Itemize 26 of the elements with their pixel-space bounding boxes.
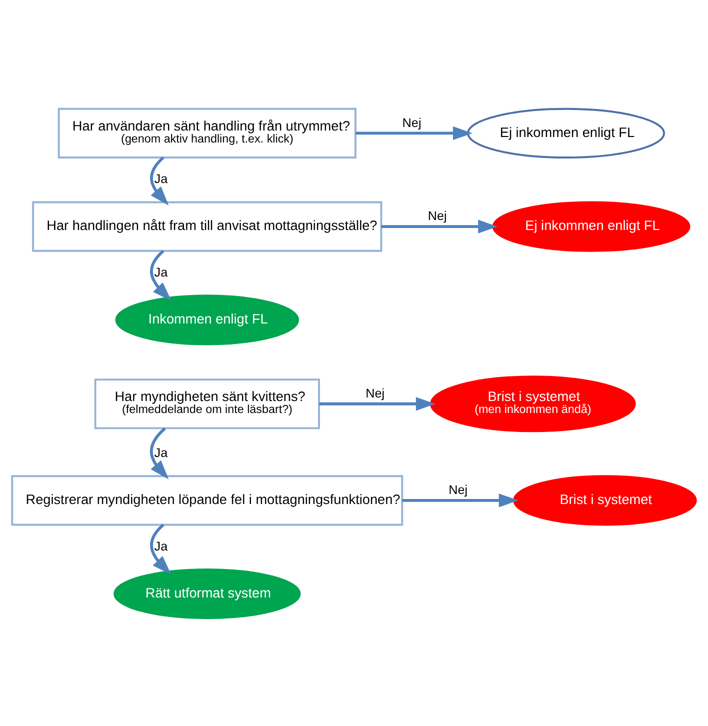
node-ellipse: Brist i systemet (men inkommen ändå) (430, 375, 636, 432)
node-box: Har handlingen nått fram till anvisat mottagningsställe? (32, 200, 382, 252)
node-box: Har myndigheten sänt kvittens? (felmeddelande om inte läsbart?) (94, 378, 320, 429)
arrow (356, 126, 472, 140)
edge-label: Nej (448, 482, 468, 497)
edge-label: Nej (366, 386, 385, 400)
node-ellipse: Ej inkommen enligt FL (467, 107, 666, 158)
edge-label: Nej (402, 115, 422, 130)
node-box: Registrerar myndigheten löpande fel i mottagningsfunktionen? (11, 474, 404, 526)
arrow (319, 396, 436, 410)
arrow (150, 523, 172, 574)
arrow (150, 426, 169, 479)
node-ellipse: Rätt utformat system (114, 568, 301, 619)
node-ellipse: Ej inkommen enligt FL (492, 200, 690, 252)
edge-label: Ja (154, 265, 168, 280)
arrow (402, 493, 518, 507)
arrow (150, 156, 169, 206)
edge-label: Ja (154, 446, 168, 460)
edge-label: Ja (154, 538, 168, 553)
edge-label: Ja (154, 172, 168, 186)
edge-label: Nej (428, 208, 447, 223)
node-box: Har användaren sänt handling från utrymmet? (genom aktiv handling, t.ex. klick) (58, 107, 356, 158)
arrow (381, 219, 498, 233)
node-ellipse: Inkommen enligt FL (115, 294, 300, 345)
arrow (150, 249, 172, 301)
node-ellipse: Brist i systemet (513, 474, 697, 526)
